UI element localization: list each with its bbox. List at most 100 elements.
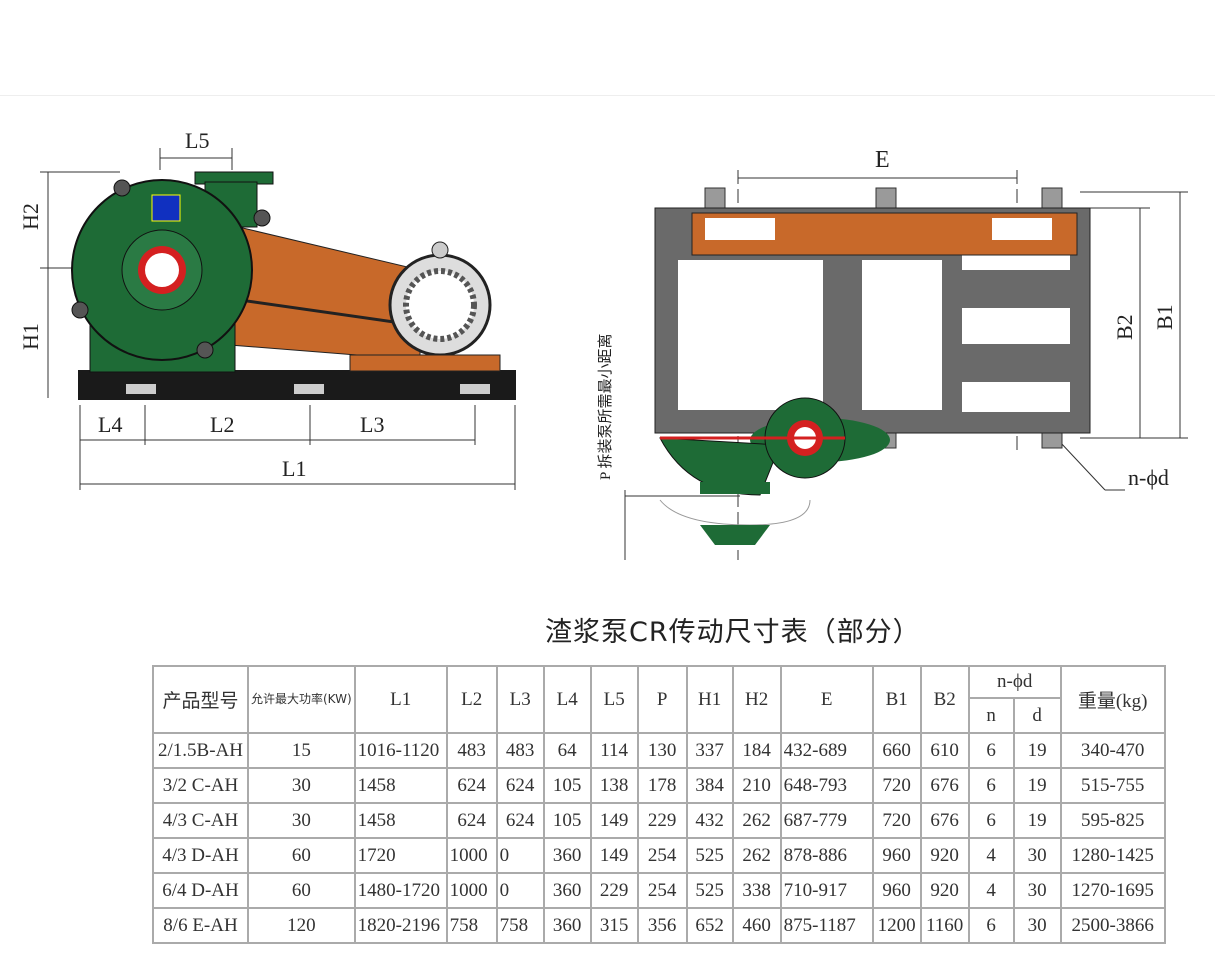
cell-model: 4/3 C-AH [152, 802, 249, 839]
cell-l1: 1480-1720 [353, 872, 448, 909]
cell-d: 19 [1012, 732, 1062, 769]
cell-power: 30 [247, 767, 356, 804]
cell-b1: 1200 [871, 907, 922, 944]
cell-e: 687-779 [779, 802, 874, 839]
cell-n: 6 [967, 767, 1015, 804]
cell-power: 60 [247, 872, 356, 909]
cell-l3: 758 [495, 907, 545, 944]
cell-l2: 483 [445, 732, 498, 769]
cell-d: 30 [1012, 837, 1062, 874]
cell-n: 6 [967, 732, 1015, 769]
cell-model: 8/6 E-AH [152, 907, 249, 944]
cell-l2: 758 [445, 907, 498, 944]
cell-power: 120 [247, 907, 356, 944]
cell-b2: 1160 [919, 907, 970, 944]
cell-p: 254 [636, 872, 688, 909]
cell-p: 130 [636, 732, 688, 769]
cell-model: 4/3 D-AH [152, 837, 249, 874]
cell-h2: 460 [731, 907, 782, 944]
svg-text:L3: L3 [360, 412, 384, 437]
header-model: 产品型号 [152, 665, 249, 734]
cell-l1: 1458 [353, 802, 448, 839]
header-n-phi-d: n-ϕd [967, 665, 1062, 699]
cell-h2: 262 [731, 802, 782, 839]
cell-l5: 315 [589, 907, 639, 944]
svg-text:L2: L2 [210, 412, 234, 437]
svg-text:B1: B1 [1152, 304, 1177, 330]
cell-d: 30 [1012, 872, 1062, 909]
cell-l5: 138 [589, 767, 639, 804]
cell-l2: 1000 [445, 837, 498, 874]
cell-d: 19 [1012, 802, 1062, 839]
cell-e: 710-917 [779, 872, 874, 909]
svg-text:E: E [875, 147, 890, 173]
svg-text:H1: H1 [18, 323, 43, 350]
cell-weight: 595-825 [1059, 802, 1166, 839]
cell-l1: 1458 [353, 767, 448, 804]
cell-l5: 149 [589, 837, 639, 874]
header-b2: B2 [919, 665, 970, 734]
pump-top-view-drawing: E B2 B1 n-ϕd P 拆装泵所需最小距离 [597, 147, 1188, 560]
header-b1: B1 [871, 665, 922, 734]
cell-l5: 229 [589, 872, 639, 909]
cell-model: 6/4 D-AH [152, 872, 249, 909]
cell-n: 4 [967, 872, 1015, 909]
header-p: P [636, 665, 688, 734]
cell-l1: 1720 [353, 837, 448, 874]
cell-l1: 1820-2196 [353, 907, 448, 944]
svg-text:H2: H2 [18, 203, 43, 230]
cell-power: 60 [247, 837, 356, 874]
cell-b1: 960 [871, 872, 922, 909]
header-weight: 重量(kg) [1059, 665, 1166, 734]
cell-power: 15 [247, 732, 356, 769]
cell-weight: 340-470 [1059, 732, 1166, 769]
cell-p: 254 [636, 837, 688, 874]
cell-h1: 525 [685, 872, 734, 909]
cell-h1: 384 [685, 767, 734, 804]
cell-b2: 610 [919, 732, 970, 769]
header-h2: H2 [731, 665, 782, 734]
cell-l4: 105 [542, 802, 592, 839]
cell-n: 6 [967, 907, 1015, 944]
cell-h2: 262 [731, 837, 782, 874]
header-e: E [779, 665, 874, 734]
cell-l1: 1016-1120 [353, 732, 448, 769]
cell-l4: 360 [542, 872, 592, 909]
cell-h1: 525 [685, 837, 734, 874]
cell-l3: 0 [495, 872, 545, 909]
header-l5: L5 [589, 665, 639, 734]
cell-b2: 676 [919, 802, 970, 839]
cell-b1: 960 [871, 837, 922, 874]
header-n: n [967, 697, 1015, 734]
header-d: d [1012, 697, 1062, 734]
cell-l2: 624 [445, 767, 498, 804]
cell-e: 878-886 [779, 837, 874, 874]
cell-l2: 624 [445, 802, 498, 839]
cell-h1: 652 [685, 907, 734, 944]
header-power: 允许最大功率(KW) [247, 665, 356, 734]
cell-l5: 114 [589, 732, 639, 769]
cell-p: 178 [636, 767, 688, 804]
cell-e: 875-1187 [779, 907, 874, 944]
cell-l4: 360 [542, 907, 592, 944]
cell-l3: 0 [495, 837, 545, 874]
cell-b1: 720 [871, 802, 922, 839]
cell-e: 432-689 [779, 732, 874, 769]
cell-l4: 105 [542, 767, 592, 804]
cell-h1: 432 [685, 802, 734, 839]
svg-text:n-ϕd: n-ϕd [1128, 465, 1169, 490]
svg-text:B2: B2 [1112, 314, 1137, 340]
header-l3: L3 [495, 665, 545, 734]
cell-l4: 360 [542, 837, 592, 874]
cell-h2: 210 [731, 767, 782, 804]
cell-b2: 920 [919, 872, 970, 909]
cell-e: 648-793 [779, 767, 874, 804]
cell-model: 2/1.5B-AH [152, 732, 249, 769]
svg-text:L5: L5 [185, 128, 209, 153]
